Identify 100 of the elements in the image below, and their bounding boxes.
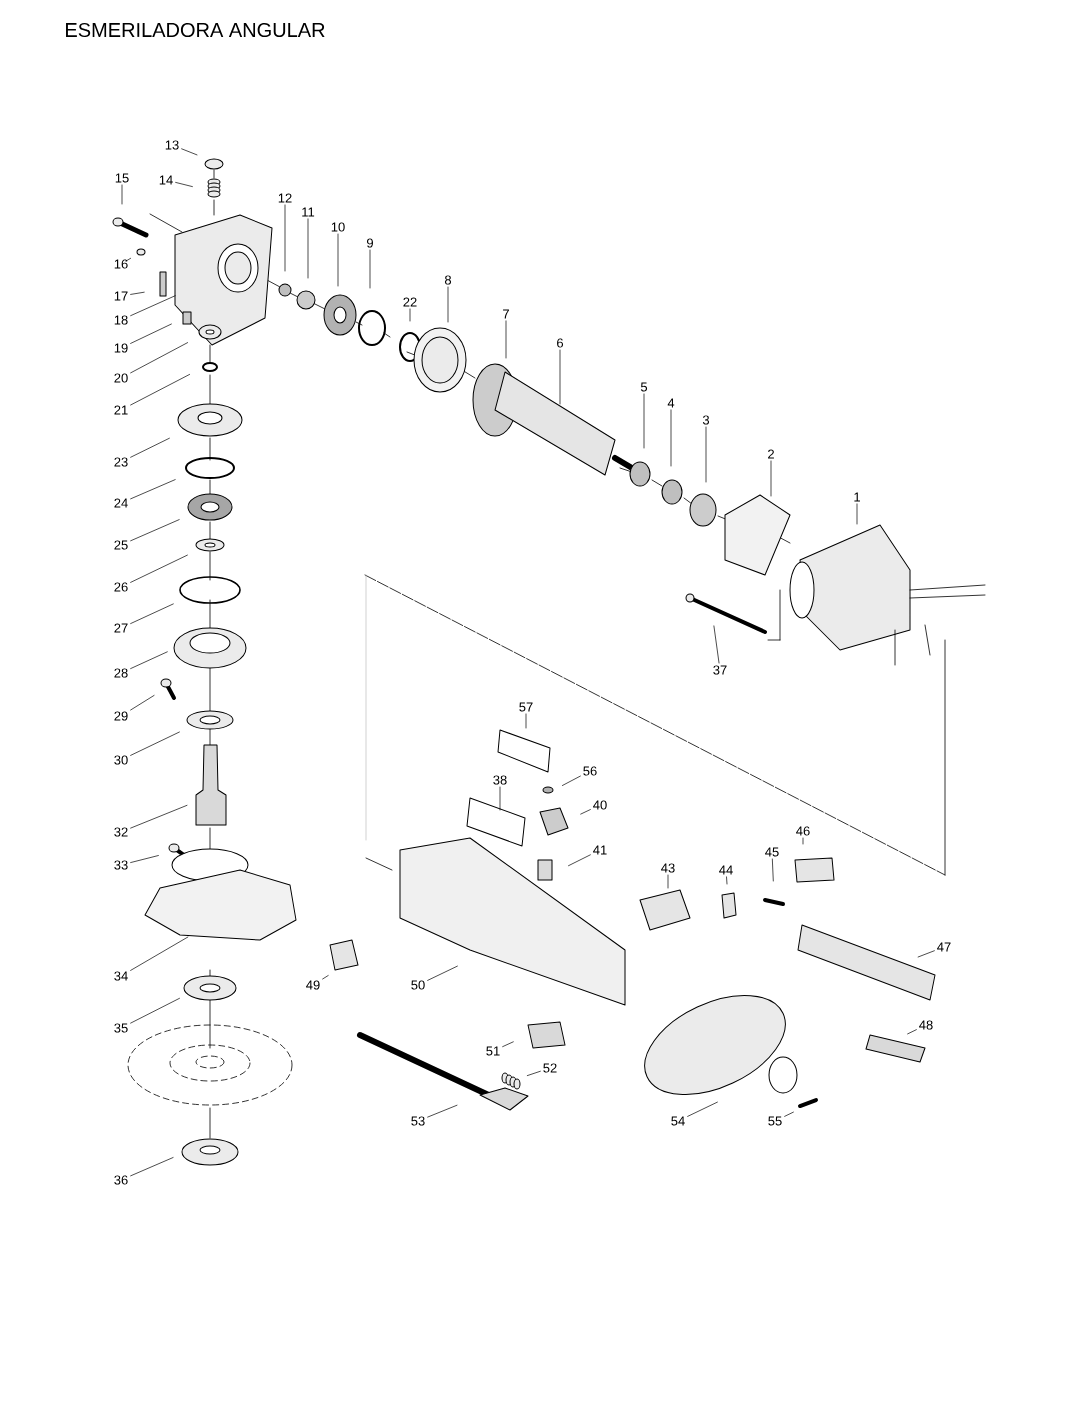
callout-number: 33 [114, 860, 128, 870]
callout-number: 12 [278, 193, 292, 203]
callout-number: 47 [937, 942, 951, 952]
leader-line [130, 554, 188, 583]
callout-number: 2 [768, 449, 774, 459]
leader-line [427, 965, 458, 981]
callout-number: 27 [114, 623, 128, 633]
leader-line [568, 854, 591, 867]
callout-number: 15 [115, 173, 129, 183]
callout-number: 56 [583, 766, 597, 776]
leader-line [130, 651, 168, 669]
leader-line [130, 731, 180, 756]
leader-line [130, 291, 145, 295]
leader-line [580, 809, 591, 815]
leader-line [907, 1029, 917, 1035]
callout-number: 8 [444, 275, 452, 285]
callout-number: 5 [640, 382, 648, 392]
leader-line [130, 519, 180, 542]
callout-number: 30 [114, 755, 128, 765]
leader-line [284, 204, 286, 272]
callout-number: 51 [486, 1046, 500, 1056]
leader-line [667, 874, 669, 889]
leader-line [726, 876, 728, 885]
leader-line [505, 320, 507, 359]
leader-line [130, 479, 176, 500]
leader-line [130, 323, 172, 344]
callout-number: 50 [411, 980, 425, 990]
callout-number: 54 [671, 1116, 685, 1126]
callout-number: 53 [411, 1116, 425, 1126]
leader-line [125, 257, 131, 262]
leader-line [409, 308, 411, 322]
leader-line [130, 855, 159, 863]
leader-line [427, 1104, 458, 1118]
callout-number: 43 [661, 863, 675, 873]
leader-line [705, 426, 707, 483]
leader-line [771, 858, 774, 882]
leader-line [917, 950, 935, 958]
callout-number: 22 [403, 297, 417, 307]
callout-number: 17 [114, 291, 128, 301]
leader-line [130, 997, 180, 1024]
callout-number: 37 [713, 665, 727, 675]
leader-line [447, 286, 449, 323]
leader-line [713, 625, 720, 664]
callout-number: 14 [159, 175, 173, 185]
callout-number: 21 [114, 405, 128, 415]
leader-line [121, 184, 123, 205]
leader-line [687, 1101, 718, 1117]
callout-number: 49 [306, 980, 320, 990]
leader-line [369, 249, 371, 289]
callout-number: 25 [114, 540, 128, 550]
callout-number: 13 [165, 140, 179, 150]
callout-number: 9 [367, 238, 373, 248]
callout-number: 11 [302, 207, 315, 217]
callout-number: 3 [702, 415, 710, 425]
callout-number: 40 [593, 800, 607, 810]
leader-line [130, 1157, 174, 1177]
callout-number: 28 [114, 668, 128, 678]
callout-number: 45 [765, 847, 779, 857]
leader-line [525, 713, 527, 729]
callout-number: 52 [543, 1063, 557, 1073]
leader-line [181, 148, 198, 156]
callout-number: 44 [719, 865, 733, 875]
leader-line [784, 1111, 794, 1117]
leader-line [130, 295, 176, 317]
leader-line [322, 975, 329, 980]
leader-line [337, 233, 339, 287]
leader-line [502, 1041, 514, 1047]
callout-number: 38 [493, 775, 507, 785]
leader-line [130, 437, 170, 458]
callout-number: 10 [331, 222, 345, 232]
leader-line [307, 218, 309, 279]
callout-number: 41 [593, 845, 607, 855]
callout-number: 29 [114, 711, 128, 721]
callout-number: 6 [557, 338, 564, 348]
callout-number: 16 [114, 259, 128, 269]
leader-line [643, 393, 645, 449]
callout-number: 46 [796, 826, 810, 836]
leader-line [562, 775, 581, 786]
callout-number: 34 [114, 971, 128, 981]
callout-number: 7 [503, 309, 509, 319]
leader-line [670, 409, 672, 467]
callout-number: 26 [114, 582, 128, 592]
callout-number: 32 [114, 827, 128, 837]
callout-number: 19 [114, 343, 128, 353]
leader-line [770, 460, 772, 497]
callout-number: 48 [919, 1020, 933, 1030]
leader-line [175, 182, 193, 187]
leader-line [499, 786, 501, 811]
leader-line [130, 603, 174, 624]
callout-number: 57 [519, 702, 533, 712]
callout-number: 18 [114, 315, 128, 325]
leader-line [802, 837, 804, 845]
leader-line [130, 804, 188, 829]
leader-line [526, 1070, 541, 1076]
leader-line [856, 503, 858, 525]
leader-line [130, 374, 190, 406]
callout-number: 36 [114, 1175, 128, 1185]
callout-number: 24 [114, 498, 128, 508]
callout-number: 55 [768, 1116, 782, 1126]
leader-line [559, 349, 561, 405]
